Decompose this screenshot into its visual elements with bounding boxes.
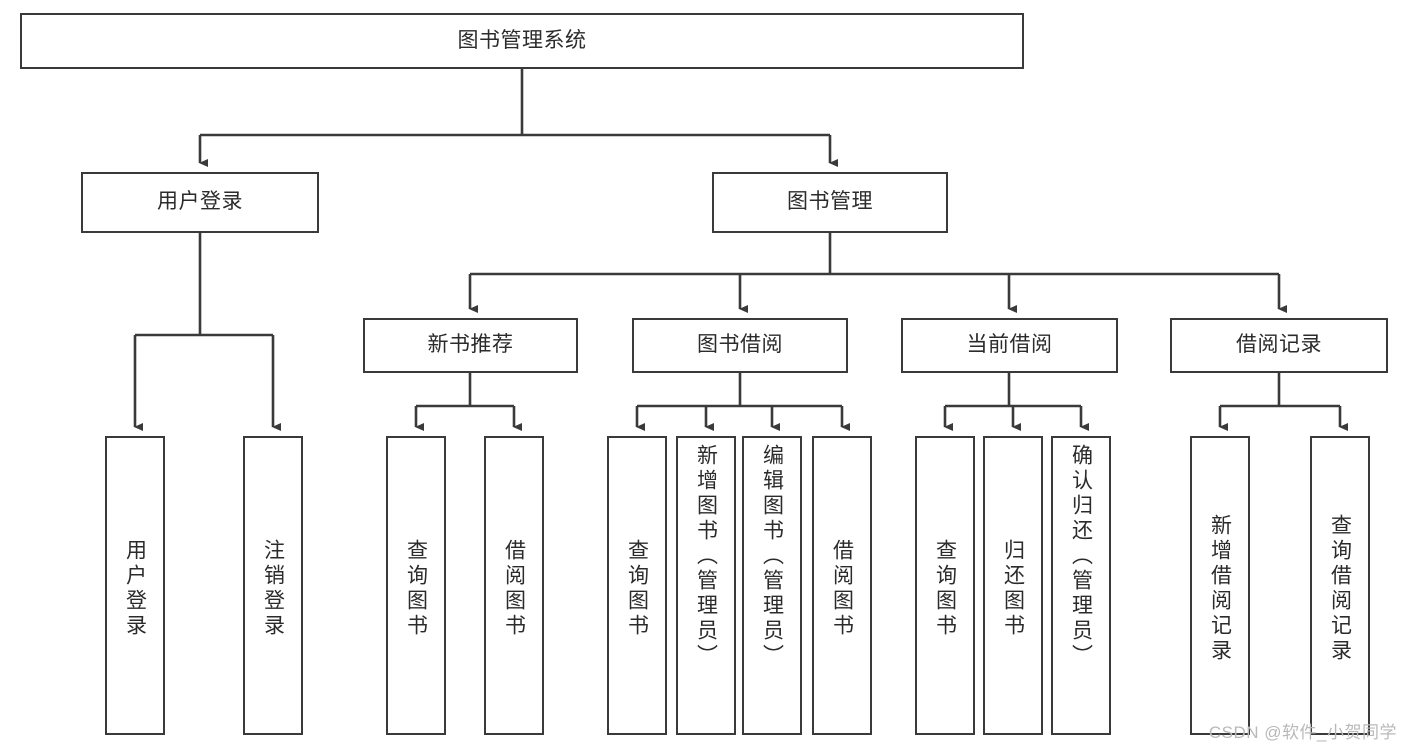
leaf-query-book-label: 查询图书	[625, 538, 649, 639]
leaf-add-borrow-record-label: 新增借阅记录	[1208, 513, 1232, 664]
leaf-add-book[interactable]: 新增图书（管理员）	[676, 436, 736, 735]
leaf-return-book[interactable]: 归还图书	[983, 436, 1043, 735]
node-current-borrow-label: 当前借阅	[966, 333, 1053, 357]
node-book-borrow-label: 图书借阅	[697, 333, 783, 357]
leaf-borrow-book[interactable]: 借阅图书	[812, 436, 872, 735]
leaf-user-login[interactable]: 用户登录	[105, 436, 165, 735]
node-book-management-label: 图书管理	[787, 190, 873, 214]
leaf-return-book-label: 归还图书	[1001, 538, 1025, 639]
leaf-logout[interactable]: 注销登录	[243, 436, 303, 735]
leaf-query-borrow-record-label: 查询借阅记录	[1328, 513, 1352, 664]
node-borrow-record[interactable]: 借阅记录	[1170, 318, 1388, 373]
leaf-query-book-current-label: 查询图书	[933, 538, 957, 639]
node-book-management[interactable]: 图书管理	[712, 172, 948, 233]
leaf-edit-book[interactable]: 编辑图书（管理员）	[742, 436, 802, 735]
leaf-borrow-book-label: 借阅图书	[830, 538, 854, 639]
leaf-query-book-recommend[interactable]: 查询图书	[386, 436, 446, 735]
node-root[interactable]: 图书管理系统	[20, 13, 1024, 69]
leaf-confirm-return[interactable]: 确认归还（管理员）	[1051, 436, 1111, 735]
leaf-add-borrow-record[interactable]: 新增借阅记录	[1190, 436, 1250, 735]
node-book-borrow[interactable]: 图书借阅	[632, 318, 848, 373]
leaf-query-book-current[interactable]: 查询图书	[915, 436, 975, 735]
node-current-borrow[interactable]: 当前借阅	[901, 318, 1118, 373]
leaf-logout-label: 注销登录	[261, 538, 285, 639]
leaf-edit-book-label: 编辑图书（管理员）	[760, 444, 784, 669]
node-user-login-label: 用户登录	[157, 190, 243, 214]
leaf-query-book-recommend-label: 查询图书	[404, 538, 428, 639]
leaf-confirm-return-label: 确认归还（管理员）	[1069, 444, 1093, 669]
leaf-user-login-label: 用户登录	[123, 538, 147, 639]
leaf-add-book-label: 新增图书（管理员）	[694, 444, 718, 669]
leaf-borrow-book-recommend-label: 借阅图书	[502, 538, 526, 639]
leaf-query-borrow-record[interactable]: 查询借阅记录	[1310, 436, 1370, 735]
leaf-borrow-book-recommend[interactable]: 借阅图书	[484, 436, 544, 735]
node-new-book-recommend-label: 新书推荐	[427, 333, 514, 357]
node-user-login[interactable]: 用户登录	[81, 172, 319, 233]
node-borrow-record-label: 借阅记录	[1236, 333, 1322, 357]
leaf-query-book[interactable]: 查询图书	[607, 436, 667, 735]
node-new-book-recommend[interactable]: 新书推荐	[363, 318, 578, 373]
node-root-label: 图书管理系统	[457, 28, 587, 52]
